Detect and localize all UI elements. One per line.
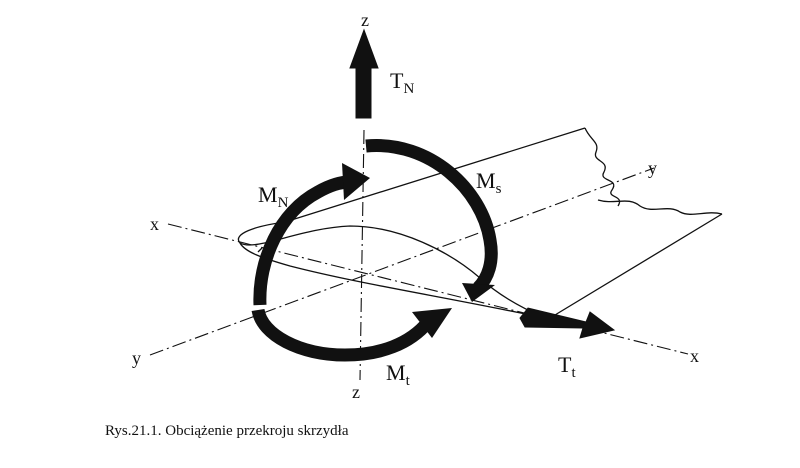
z-axis-line	[359, 129, 365, 381]
label-mt: Mt	[386, 360, 411, 389]
airfoil-inner-line	[257, 247, 263, 253]
wing-outline	[237, 127, 723, 319]
y-axis-line	[149, 167, 655, 356]
wing-leading-edge	[284, 127, 586, 223]
airfoil-upper	[237, 221, 546, 319]
label-tn: TN	[390, 68, 414, 97]
z-axis-label-bottom: z	[352, 382, 360, 402]
label-mn: MN	[258, 182, 289, 211]
force-arrow-tn	[349, 28, 379, 119]
wing-trailing-edge	[549, 213, 723, 319]
moment-arrow-mt	[251, 308, 452, 362]
label-tt: Tt	[558, 352, 576, 381]
y-axis-label-left: y	[132, 348, 141, 368]
axes	[149, 129, 689, 381]
wing-broken-edge-upper	[584, 127, 621, 207]
force-arrow-tt	[519, 307, 616, 339]
moment-arrow-mn	[253, 163, 370, 306]
moment-arrow-ms	[365, 139, 498, 302]
airfoil-lower	[239, 242, 546, 319]
figure-caption: Rys.21.1. Obciążenie przekroju skrzydła	[105, 423, 349, 439]
y-axis-label-right: y	[648, 158, 657, 178]
wing-broken-edge-lower	[597, 199, 723, 215]
label-ms: Ms	[476, 168, 502, 197]
x-axis-line	[167, 223, 689, 355]
z-axis-label-top: z	[361, 10, 369, 30]
x-axis-label-right: x	[690, 346, 699, 366]
x-axis-label-left: x	[150, 214, 159, 234]
